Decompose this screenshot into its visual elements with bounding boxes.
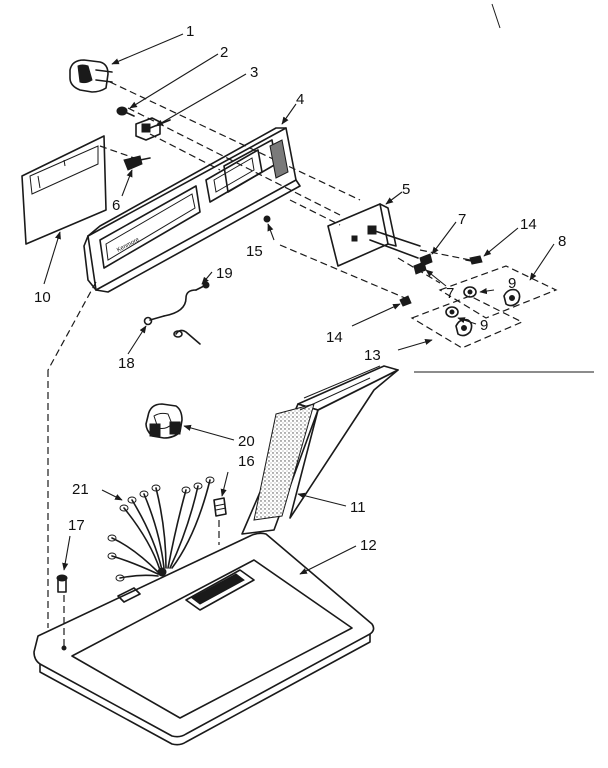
callout-8: 8 <box>558 233 566 250</box>
callout-18: 18 <box>118 355 135 372</box>
callout-20: 20 <box>238 433 255 450</box>
part-18-19-wire <box>143 281 210 345</box>
part-5-bracket <box>327 203 421 267</box>
part-10-panel-plate <box>21 135 107 245</box>
callout-19: 19 <box>216 265 233 282</box>
part-20-relay <box>145 403 183 439</box>
callout-11: 11 <box>350 499 366 516</box>
part-17-fastener <box>56 574 68 593</box>
callout-12: 12 <box>360 537 377 554</box>
part-14-screw-upper <box>465 255 483 265</box>
part-11-lint-screen <box>241 365 399 535</box>
callout-1: 1 <box>186 23 194 40</box>
part-21-wiring-harness <box>107 476 215 582</box>
callout-2: 2 <box>220 44 228 61</box>
part-7-screws <box>413 253 433 275</box>
callout-7b: 7 <box>446 285 454 302</box>
callout-21: 21 <box>72 481 89 498</box>
brand-plate: Kenmore <box>116 237 141 254</box>
callout-3: 3 <box>250 64 258 81</box>
callout-6: 6 <box>112 197 120 214</box>
callout-5: 5 <box>402 181 410 198</box>
part-1-switch <box>69 59 113 93</box>
callout-16: 16 <box>238 453 255 470</box>
callout-13: 13 <box>364 347 381 364</box>
part-6-screw <box>123 155 151 171</box>
callout-leaders <box>43 33 594 575</box>
scan-mark <box>491 3 501 29</box>
callout-17: 17 <box>68 517 85 534</box>
part-8-knob-group <box>438 265 558 319</box>
part-14-screw-lower <box>399 295 412 307</box>
callout-15: 15 <box>246 243 263 260</box>
callout-4: 4 <box>296 91 304 108</box>
callout-10: 10 <box>34 289 51 306</box>
part-16-fastener <box>213 497 227 517</box>
callout-14a: 14 <box>520 216 537 233</box>
part-4-console <box>83 127 301 293</box>
callout-9a: 9 <box>508 275 516 292</box>
callout-9b: 9 <box>480 317 488 334</box>
callout-labels: 1 2 3 4 5 6 7 7 8 9 9 10 11 12 13 14 14 … <box>34 23 566 554</box>
callout-14b: 14 <box>326 329 343 346</box>
part-2-screw <box>116 106 135 117</box>
part-15-screw <box>263 215 271 223</box>
callout-7a: 7 <box>458 211 466 228</box>
part-12-top-panel <box>33 532 375 746</box>
